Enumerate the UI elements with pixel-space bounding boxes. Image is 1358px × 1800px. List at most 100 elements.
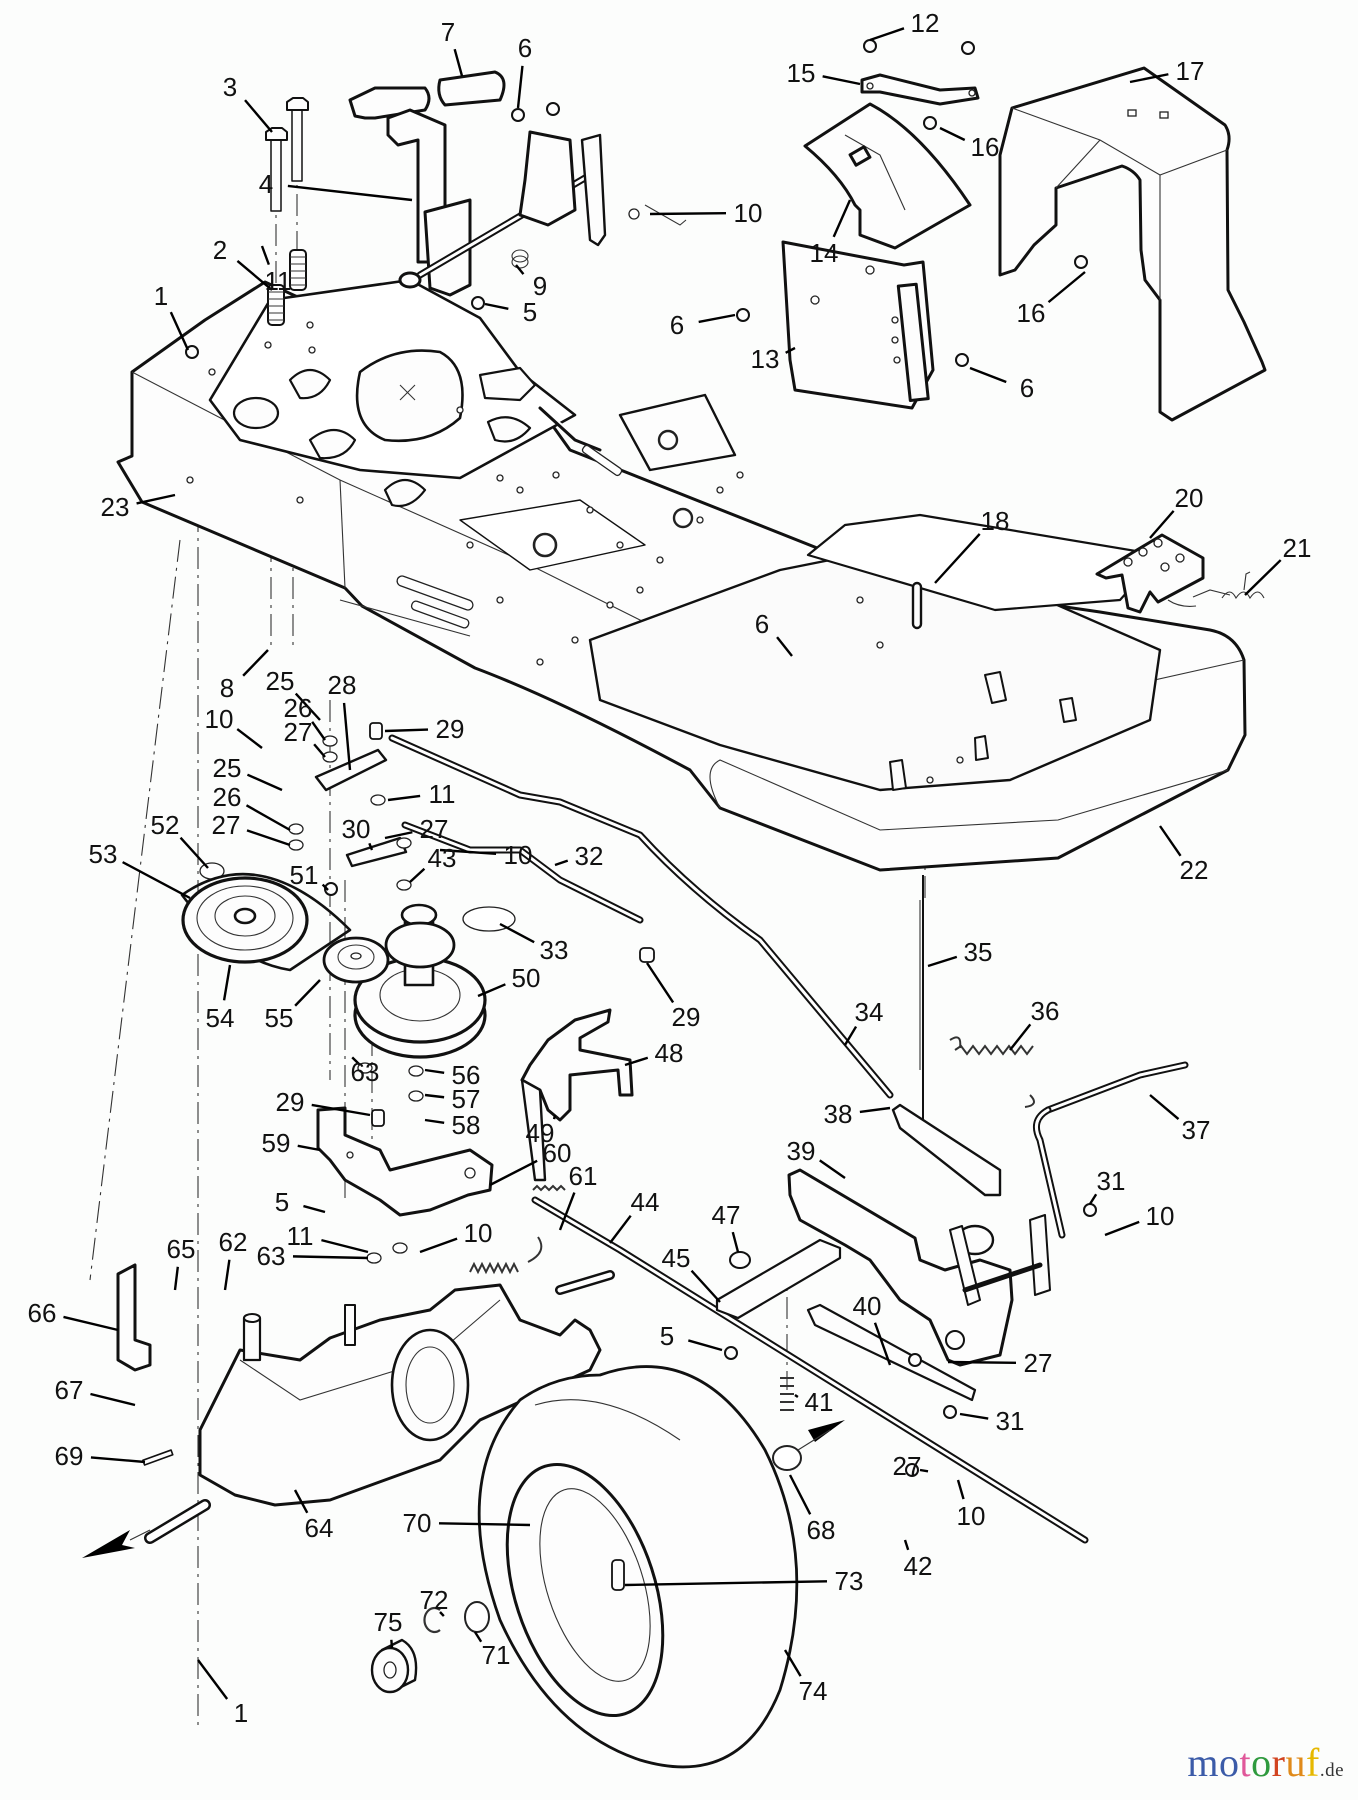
- callout-washer: 11: [265, 266, 292, 296]
- extension-spring-part: [949, 1036, 1035, 1108]
- rods: [388, 734, 1189, 1544]
- callout-leader-8: [242, 649, 269, 677]
- callout-leader-60: [489, 1159, 538, 1187]
- callout-leader-75: [390, 1639, 394, 1649]
- callout-leader-55: [294, 979, 321, 1007]
- callout-seat-bracket: 20: [1175, 483, 1204, 513]
- callout-leader-36: [1009, 1023, 1032, 1051]
- callout-plate: 45: [662, 1243, 691, 1273]
- callout-nuts: 8: [220, 673, 234, 703]
- callout-extension-spring: 36: [1031, 996, 1060, 1026]
- callout-leader-35: [927, 955, 958, 968]
- plate-45-part: [715, 1238, 842, 1320]
- callout-screw: 6: [1020, 373, 1034, 403]
- callout-ferrule: 29: [276, 1087, 305, 1117]
- callout-leader-67: [90, 1392, 136, 1407]
- callout-screw: 6: [518, 33, 532, 63]
- callout-leader-27: [919, 1468, 929, 1473]
- callout-bolt: 58: [452, 1110, 481, 1140]
- callout-leader-26: [311, 721, 326, 741]
- callout-lift-handle: 37: [1182, 1115, 1211, 1145]
- wheel-part: [370, 1365, 799, 1769]
- callout-leader-3: [244, 99, 273, 133]
- frame-holes: [186, 321, 964, 784]
- callout-compression-springs: 2: [213, 235, 227, 265]
- callout-pedal-assembly: 4: [259, 169, 273, 199]
- callout-hub-cap: 75: [374, 1607, 403, 1637]
- callout-bushing: 47: [712, 1200, 741, 1230]
- callout-idler-arm: 59: [262, 1128, 291, 1158]
- callout-lift-frame: 39: [787, 1136, 816, 1166]
- callout-leader-70: [438, 1522, 531, 1527]
- callout-screw: 6: [670, 310, 684, 340]
- callout-leader-7: [453, 48, 464, 77]
- seat-bracket-part: [1095, 533, 1205, 614]
- callout-transaxle: 64: [305, 1513, 334, 1543]
- callout-leader-73: [624, 1580, 828, 1587]
- callout-bolt: 23: [101, 492, 130, 522]
- callout-leader-37: [1149, 1094, 1180, 1121]
- callout-seat-spring: 21: [1283, 533, 1312, 563]
- spring-41-part: [780, 1377, 794, 1411]
- callout-leader-1: [197, 1659, 229, 1700]
- callout-leader-41: [794, 1394, 799, 1398]
- watermark-letter: f: [1305, 1740, 1320, 1785]
- callout-leader-26: [245, 804, 291, 832]
- callout-ferrule: 29: [672, 1002, 701, 1032]
- callout-leader-10: [439, 848, 497, 856]
- callout-leader-20: [1149, 510, 1175, 539]
- callout-washer: 27: [284, 717, 313, 747]
- callout-leader-27: [313, 743, 326, 758]
- callout-washer: 63: [257, 1241, 286, 1271]
- callout-console-cover: 14: [810, 238, 839, 268]
- callout-washer: 27: [1024, 1348, 1053, 1378]
- callout-bolt: 25: [266, 666, 295, 696]
- callout-washer: 11: [287, 1221, 314, 1251]
- callout-leader-49: [552, 1114, 557, 1120]
- callout-bolts: 12: [911, 8, 940, 38]
- callout-labels: 1123455566667891010101010101111111213141…: [28, 8, 1312, 1728]
- idler-bracket-part: [520, 1008, 634, 1182]
- callout-lock-washer: 26: [284, 693, 313, 723]
- callout-bracket: 15: [787, 58, 816, 88]
- watermark-letter: o: [1219, 1740, 1240, 1785]
- callout-leader-14: [832, 199, 852, 238]
- callout-leader-1: [169, 311, 190, 351]
- callout-rim: 70: [403, 1508, 432, 1538]
- callout-leader-54: [222, 964, 232, 1001]
- callout-leader-25: [246, 773, 283, 792]
- callout-leader-28: [342, 702, 352, 771]
- callout-washer: 57: [452, 1084, 481, 1114]
- callout-frame-body: 22: [1180, 855, 1209, 885]
- callout-leader-43: [409, 867, 426, 883]
- callout-leader-22: [1159, 825, 1182, 857]
- callout-leader-6: [516, 65, 524, 109]
- callout-leader-58: [424, 1118, 445, 1125]
- callout-leader-5: [484, 302, 509, 311]
- callout-e-clip: 72: [420, 1585, 449, 1615]
- callout-washer: 56: [452, 1060, 481, 1090]
- callout-leader-6: [698, 313, 736, 324]
- callout-leader-48: [624, 1056, 649, 1067]
- callout-leader-15: [822, 75, 861, 86]
- callout-leader-23: [136, 493, 176, 505]
- callout-leader-13: [785, 346, 796, 354]
- callout-link-plate: 30: [342, 814, 371, 844]
- callout-leader-38: [859, 1106, 891, 1114]
- callout-belt-keeper-pin: 51: [290, 860, 319, 890]
- callout-pedal-pad: 7: [441, 17, 455, 47]
- callout-leader-11: [321, 1238, 369, 1254]
- callout-rod: 34: [855, 997, 884, 1027]
- callout-leader-16: [939, 126, 966, 142]
- callout-leader-31: [1088, 1193, 1098, 1205]
- callout-leader-31: [959, 1412, 989, 1420]
- callout-leader-27: [947, 1360, 1017, 1364]
- callout-spring: 41: [805, 1387, 834, 1417]
- callout-leader-62: [223, 1259, 231, 1291]
- callout-bolt: 25: [213, 753, 242, 783]
- callout-angle-bracket: 66: [28, 1298, 57, 1328]
- callout-leader-57: [424, 1093, 445, 1099]
- callout-nut: 16: [971, 132, 1000, 162]
- seat-spring-part: [1167, 571, 1265, 607]
